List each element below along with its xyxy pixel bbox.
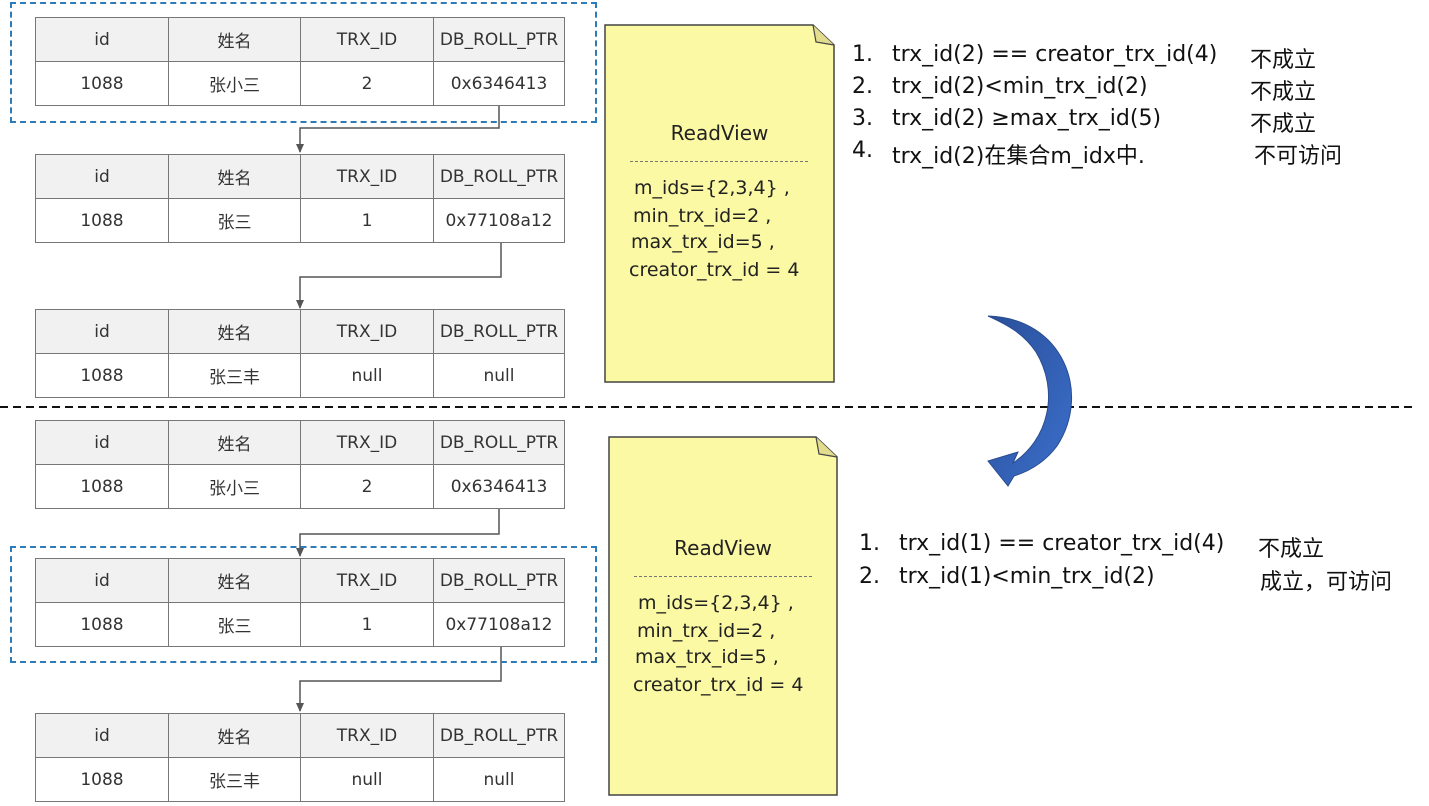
condition-number: 4.: [852, 138, 873, 163]
readview-separator: [634, 576, 812, 577]
column-header-id: id: [36, 714, 169, 758]
condition-line: 2. trx_id(2)<min_trx_id(2) 不成立: [852, 74, 1412, 105]
curved-arrow-icon: [987, 315, 1073, 487]
cell-id: 1088: [36, 758, 169, 802]
column-header-name: 姓名: [169, 714, 301, 758]
readview-separator: [630, 161, 808, 162]
readview-title: ReadView: [670, 121, 769, 145]
column-header-roll-ptr: DB_ROLL_PTR: [434, 18, 565, 62]
cell-trx-id: 2: [301, 465, 434, 509]
condition-result: 不成立: [1250, 80, 1317, 105]
cell-id: 1088: [36, 465, 169, 509]
condition-number: 3.: [852, 106, 873, 131]
readview-creator-trx-id: creator_trx_id = 4: [629, 259, 800, 281]
cell-roll-ptr: 0x77108a12: [434, 199, 565, 243]
readview-m-ids: m_ids={2,3,4} ,: [634, 177, 790, 199]
note-shape: [604, 24, 835, 383]
readview-title: ReadView: [674, 536, 772, 560]
column-header-name: 姓名: [169, 18, 301, 62]
undo-log-record: id 姓名 TRX_ID DB_ROLL_PTR 1088 张三 1 0x771…: [35, 558, 565, 647]
cell-trx-id: null: [301, 354, 434, 398]
condition-line: 1. trx_id(1) == creator_trx_id(4) 不成立: [859, 531, 1424, 562]
column-header-trx-id: TRX_ID: [301, 155, 434, 199]
column-header-id: id: [36, 155, 169, 199]
column-header-name: 姓名: [169, 310, 301, 354]
column-header-trx-id: TRX_ID: [301, 559, 434, 603]
roll-pointer-link: [296, 243, 502, 309]
cell-name: 张小三: [169, 465, 301, 509]
column-header-trx-id: TRX_ID: [301, 714, 434, 758]
undo-log-record: id 姓名 TRX_ID DB_ROLL_PTR 1088 张三 1 0x771…: [35, 154, 565, 243]
condition-expression: trx_id(2) ≥max_trx_id(5): [892, 106, 1162, 131]
condition-expression: trx_id(2) == creator_trx_id(4): [892, 42, 1218, 67]
visible-version-highlight: [10, 546, 597, 663]
readview-min-trx-id: min_trx_id=2 ,: [637, 620, 776, 642]
condition-expression: trx_id(1)<min_trx_id(2): [899, 564, 1155, 589]
condition-result: 不可访问: [1254, 144, 1343, 169]
column-header-id: id: [36, 559, 169, 603]
condition-result: 不成立: [1250, 112, 1317, 137]
condition-expression: trx_id(1) == creator_trx_id(4): [899, 531, 1225, 556]
readview-creator-trx-id: creator_trx_id = 4: [633, 674, 804, 696]
condition-line: 2. trx_id(1)<min_trx_id(2) 成立，可访问: [859, 564, 1424, 595]
cell-trx-id: 2: [301, 62, 434, 106]
condition-result: 成立，可访问: [1260, 570, 1393, 595]
condition-line: 1. trx_id(2) == creator_trx_id(4) 不成立: [852, 42, 1412, 73]
cell-id: 1088: [36, 603, 169, 647]
cell-id: 1088: [36, 354, 169, 398]
cell-name: 张小三: [169, 62, 301, 106]
condition-number: 2.: [859, 564, 880, 589]
readview-note: ReadView m_ids={2,3,4} , min_trx_id=2 , …: [604, 24, 835, 383]
cell-trx-id: 1: [301, 199, 434, 243]
readview-m-ids: m_ids={2,3,4} ,: [638, 592, 794, 614]
cell-roll-ptr: 0x6346413: [434, 465, 565, 509]
column-header-id: id: [36, 421, 169, 465]
condition-expression: trx_id(2)<min_trx_id(2): [892, 74, 1148, 99]
column-header-roll-ptr: DB_ROLL_PTR: [434, 714, 565, 758]
condition-result: 不成立: [1258, 537, 1325, 562]
readview-max-trx-id: max_trx_id=5 ,: [631, 231, 775, 253]
undo-log-record: id 姓名 TRX_ID DB_ROLL_PTR 1088 张三丰 null n…: [35, 309, 565, 398]
column-header-roll-ptr: DB_ROLL_PTR: [434, 559, 565, 603]
cell-name: 张三丰: [169, 354, 301, 398]
condition-number: 1.: [859, 531, 880, 556]
condition-line: 4. trx_id(2)在集合m_idx中. 不可访问: [852, 138, 1412, 169]
cell-roll-ptr: 0x77108a12: [434, 603, 565, 647]
cell-roll-ptr: null: [434, 758, 565, 802]
condition-line: 3. trx_id(2) ≥max_trx_id(5) 不成立: [852, 106, 1412, 137]
column-header-trx-id: TRX_ID: [301, 310, 434, 354]
cell-id: 1088: [36, 62, 169, 106]
column-header-roll-ptr: DB_ROLL_PTR: [434, 155, 565, 199]
readview-max-trx-id: max_trx_id=5 ,: [635, 646, 779, 668]
undo-log-record: id 姓名 TRX_ID DB_ROLL_PTR 1088 张三丰 null n…: [35, 713, 565, 802]
column-header-roll-ptr: DB_ROLL_PTR: [434, 310, 565, 354]
column-header-id: id: [36, 310, 169, 354]
column-header-trx-id: TRX_ID: [301, 18, 434, 62]
visible-version-highlight: [10, 2, 597, 123]
cell-trx-id: null: [301, 758, 434, 802]
cell-trx-id: 1: [301, 603, 434, 647]
column-header-name: 姓名: [169, 155, 301, 199]
cell-roll-ptr: 0x6346413: [434, 62, 565, 106]
cell-name: 张三: [169, 199, 301, 243]
readview-min-trx-id: min_trx_id=2 ,: [633, 205, 772, 227]
condition-number: 2.: [852, 74, 873, 99]
note-shape: [608, 436, 838, 796]
column-header-roll-ptr: DB_ROLL_PTR: [434, 421, 565, 465]
cell-roll-ptr: null: [434, 354, 565, 398]
condition-expression: trx_id(2)在集合m_idx中.: [892, 144, 1145, 169]
condition-result: 不成立: [1250, 48, 1317, 73]
condition-number: 1.: [852, 42, 873, 67]
column-header-name: 姓名: [169, 421, 301, 465]
cell-name: 张三: [169, 603, 301, 647]
undo-log-record: id 姓名 TRX_ID DB_ROLL_PTR 1088 张小三 2 0x63…: [35, 420, 565, 509]
undo-log-record: id 姓名 TRX_ID DB_ROLL_PTR 1088 张小三 2 0x63…: [35, 17, 565, 106]
column-header-trx-id: TRX_ID: [301, 421, 434, 465]
cell-id: 1088: [36, 199, 169, 243]
column-header-id: id: [36, 18, 169, 62]
cell-name: 张三丰: [169, 758, 301, 802]
column-header-name: 姓名: [169, 559, 301, 603]
readview-note: ReadView m_ids={2,3,4} , min_trx_id=2 , …: [608, 436, 838, 796]
